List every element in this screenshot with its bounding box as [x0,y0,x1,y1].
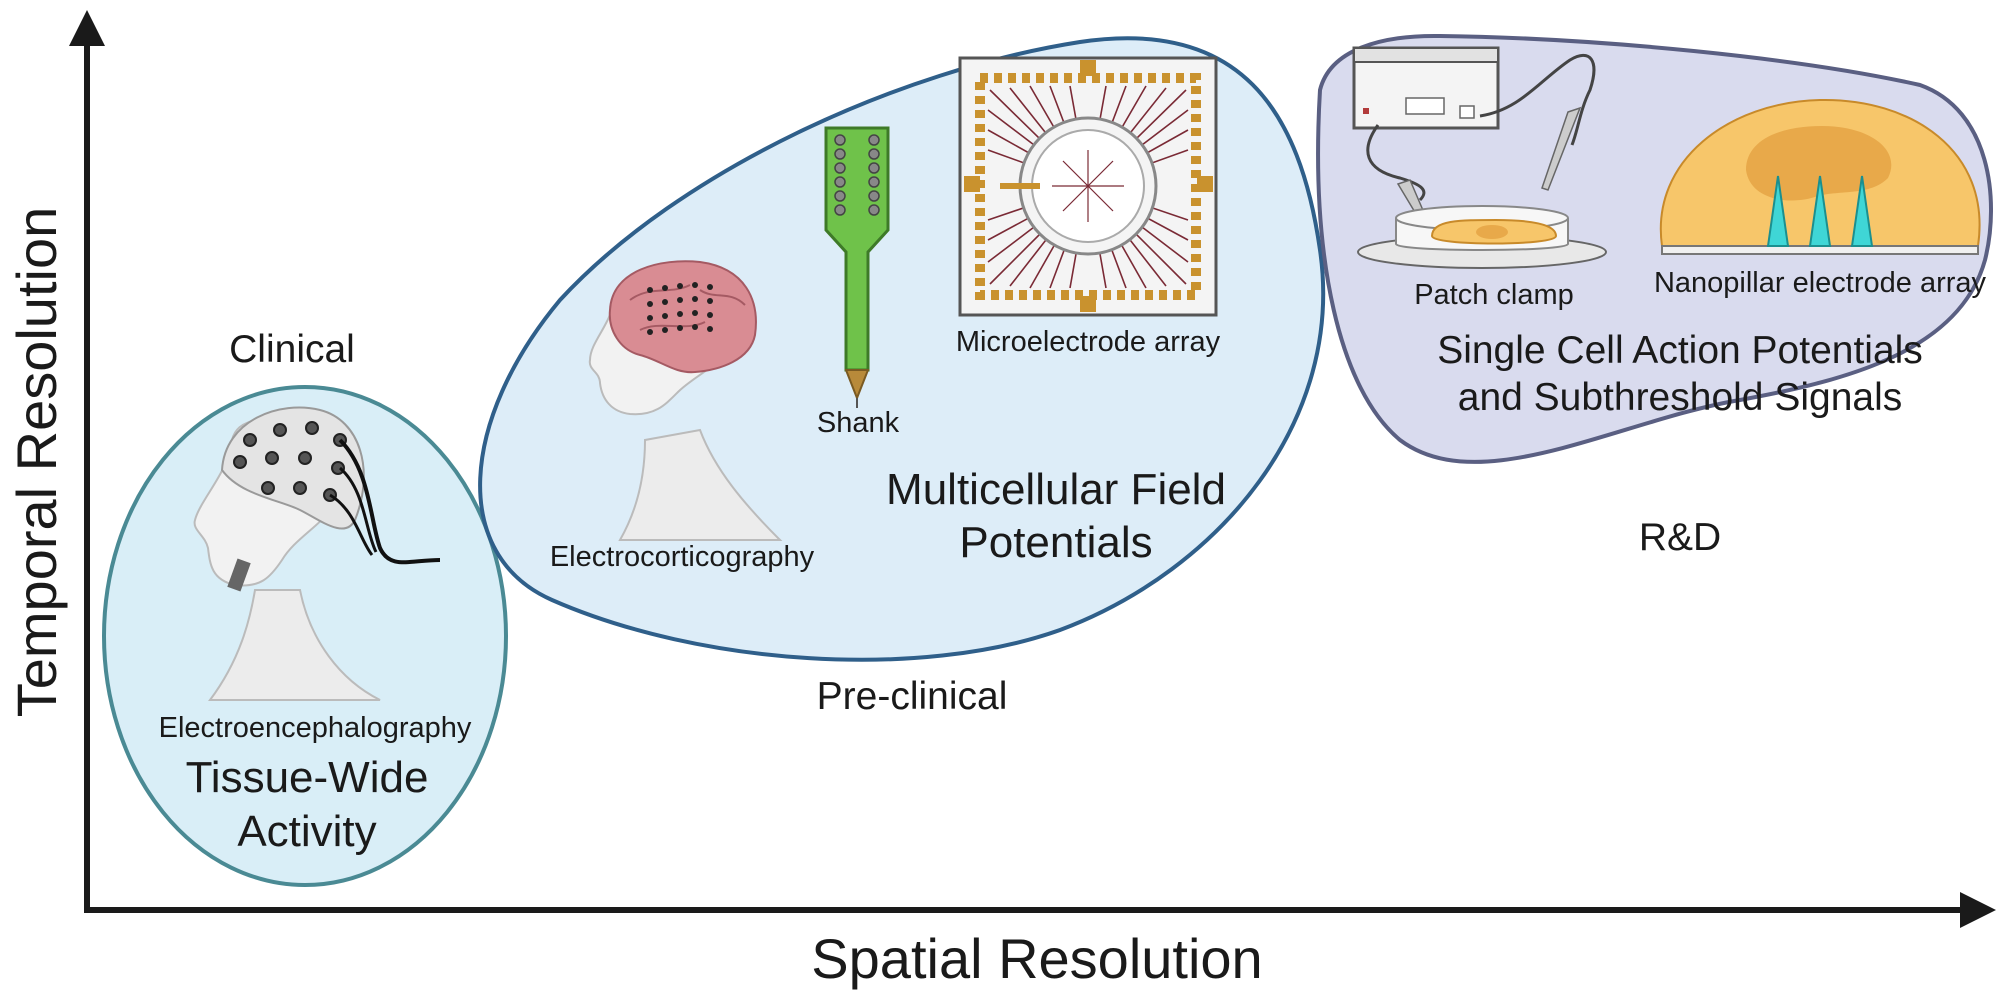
clinical-signal-line2: Activity [237,807,376,856]
patch-clamp-rig-icon [1352,46,1607,269]
preclinical-signal-line2: Potentials [959,518,1152,567]
preclinical-category-label: Pre-clinical [817,675,1008,718]
preclinical-region: Pre-clinical Electrocorticography [478,36,1326,718]
eeg-head-icon [193,406,441,701]
preclinical-signal-line1: Multicellular Field [886,465,1226,514]
ecog-head-icon [588,260,783,541]
axes: Temporal Resolution Spatial Resolution [5,10,1996,990]
patch-clamp-technique-label: Patch clamp [1414,279,1574,311]
rnd-region: R&D Patch clamp [1316,33,1994,559]
mea-technique-label: Microelectrode array [956,326,1221,358]
clinical-region: Clinical Electroencephalography Tissue-W… [102,328,508,887]
ecog-technique-label: Electrocorticography [550,541,815,573]
clinical-category-label: Clinical [229,328,355,371]
y-axis-label: Temporal Resolution [5,207,68,717]
rnd-category-label: R&D [1639,516,1721,559]
clinical-signal-line1: Tissue-Wide [186,753,429,802]
shank-technique-label: Shank [817,407,900,439]
nanopillar-array-icon [1659,98,1981,255]
shank-probe-icon [824,126,890,408]
microelectrode-array-icon [958,56,1218,317]
rnd-signal-line1: Single Cell Action Potentials [1437,329,1923,372]
rnd-signal-line2: and Subthreshold Signals [1458,376,1902,419]
eeg-technique-label: Electroencephalography [159,712,472,744]
x-axis-label: Spatial Resolution [811,927,1262,990]
nanopillar-technique-label: Nanopillar electrode array [1654,267,1987,299]
